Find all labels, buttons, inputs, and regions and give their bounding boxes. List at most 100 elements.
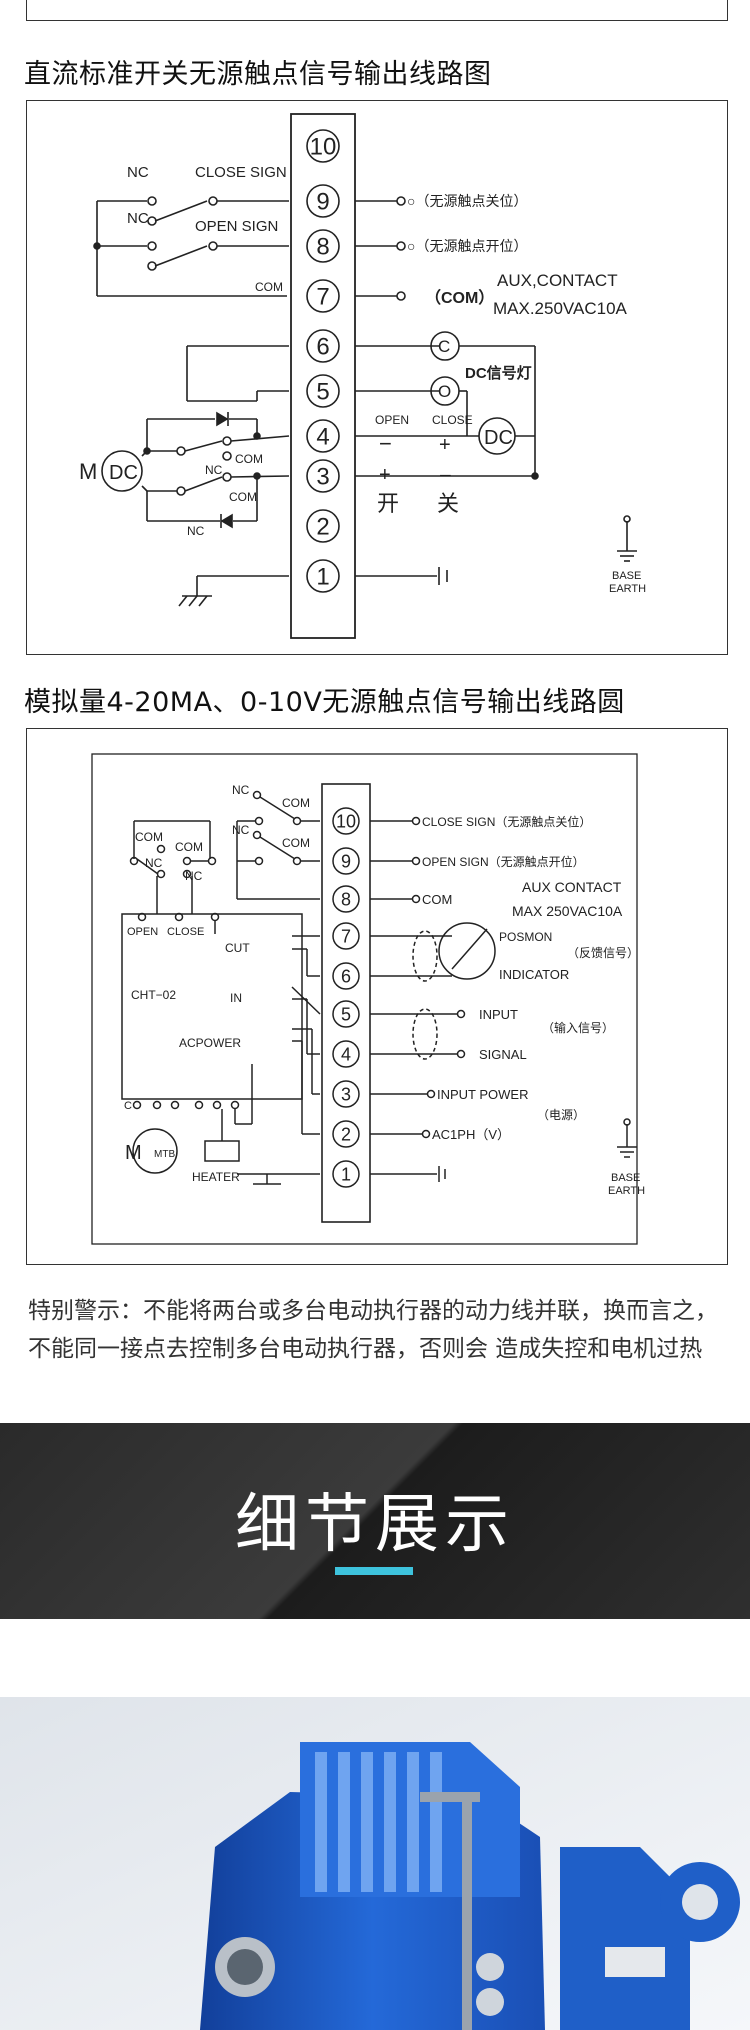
mtb-label: MTB [154,1149,175,1160]
s2-terminal-9: 9 [341,851,351,871]
terminal9-desc: ○（无源触点关位） [407,193,527,209]
signal-label: SIGNAL [479,1047,527,1062]
s2-terminal-3-circle [332,1080,360,1108]
s1-terminal-4: 4 [316,424,329,451]
s2-terminal-4: 4 [341,1044,351,1064]
s1-terminal-10: 10 [310,134,337,161]
terminal7-com: （COM） [425,289,494,307]
s2-terminal-6: 6 [341,966,351,986]
detail-banner: 细节展示 [0,1423,750,1619]
s1-terminal-7-circle [306,279,340,313]
open-sign-label: OPEN SIGN [195,218,278,235]
terminal8-desc: ○（无源触点开位） [407,238,527,254]
com-b-label: COM [282,836,310,850]
input-label: INPUT [479,1007,518,1022]
motor-dc-label: DC [109,462,138,484]
s2-terminal-5-circle [332,1000,360,1028]
s2-terminal-3: 3 [341,1084,351,1104]
dc-supply-label: DC [484,427,513,449]
s2-terminal-10-circle [332,807,360,835]
nc-a-label: NC [232,783,250,797]
nc-label-4: NC [187,524,205,538]
aux-contact-label: AUX,CONTACT [497,271,618,290]
motor-m-label: M [79,459,97,484]
com-label-2: COM [235,452,263,466]
base-label: BASE [612,570,641,582]
s2-terminal-10: 10 [336,811,356,831]
ac1ph-label: AC1PH（V） [432,1127,510,1142]
nc-label-3: NC [205,463,223,477]
posmon-label: POSMON [499,930,552,944]
s1-terminal-9: 9 [316,189,329,216]
nc-c-label: NC [145,856,163,870]
open-cn-label: 开 [377,491,399,516]
banner-title: 细节展示 [235,1488,515,1562]
c-label: C [124,1100,132,1112]
warning-text: 特别警示：不能将两台或多台电动执行器的动力线并联，换而言之，不能同一接点去控制多… [28,1298,718,1362]
s2-terminal-8: 8 [341,889,351,909]
valve-actuator-illustration [0,1697,750,2030]
nc-label: NC [127,164,149,181]
feedback-label: （反馈信号） [567,946,639,960]
s2-terminal-7-circle [332,922,360,950]
product-photo [0,1697,750,2030]
max-rating-label: MAX.250VAC10A [493,299,628,318]
nc-label-2: NC [127,210,149,227]
s2-terminal-4-circle [332,1040,360,1068]
in-label: IN [230,991,242,1005]
s2-terminal-2: 2 [341,1124,351,1144]
com-d-label: COM [175,840,203,854]
s1-terminal-4-circle [306,419,340,453]
earth-label: EARTH [609,583,646,595]
aux-contact-label: AUX CONTACT [522,879,622,895]
s2-terminal-8-circle [332,885,360,913]
acpower-label: ACPOWER [179,1036,241,1050]
open-label: OPEN [375,413,409,427]
input-signal-label: （输入信号） [542,1020,614,1035]
indicator-label: INDICATOR [499,967,569,982]
close-cn-label: 关 [437,491,459,516]
s2-terminal-9-circle [332,847,360,875]
close-sign-label: CLOSE SIGN [195,164,287,181]
nc-b-label: NC [232,823,250,837]
com-label: COM [255,280,283,294]
section2-title: 模拟量4-20MA、0-10V无源触点信号输出线路圆 [24,687,625,718]
power-label: （电源） [537,1108,585,1122]
heater-label: HEATER [192,1170,240,1184]
s2-terminal-1-circle [332,1160,360,1188]
s1-terminal-6: 6 [316,334,329,361]
s2-terminal-6-circle [332,962,360,990]
c-lamp-label: C [438,337,450,356]
s1-terminal-7: 7 [316,284,329,311]
banner-underline [335,1567,413,1575]
close-label: CLOSE [167,926,204,938]
s1-terminal-5: 5 [316,379,329,406]
plus-sign-2: + [379,464,391,486]
input-power-label: INPUT POWER [437,1087,529,1102]
open-sign-label: OPEN SIGN（无源触点开位） [422,854,585,869]
o-lamp-label: O [438,382,451,401]
s1-terminal-9-circle [306,184,340,218]
minus-sign-2: − [439,463,452,488]
s1-terminal-1-circle [306,559,340,593]
top-frame [26,0,728,21]
cut-label: CUT [225,941,250,955]
s2-terminal-7: 7 [341,926,351,946]
open-label: OPEN [127,926,158,938]
close-sign-label: CLOSE SIGN（无源触点关位） [422,814,591,829]
s1-terminal-8: 8 [316,234,329,261]
s2-terminal-1: 1 [341,1164,351,1184]
section1-title: 直流标准开关无源触点信号输出线路图 [24,59,492,90]
com-label: COM [422,892,452,907]
s1-terminal-1: 1 [316,564,329,591]
base-label: BASE [611,1172,640,1184]
s1-terminal-5-circle [306,374,340,408]
earth-label: EARTH [608,1185,645,1197]
s1-terminal-6-circle [306,329,340,363]
s1-terminal-2-circle [306,509,340,543]
s2-terminal-2-circle [332,1120,360,1148]
